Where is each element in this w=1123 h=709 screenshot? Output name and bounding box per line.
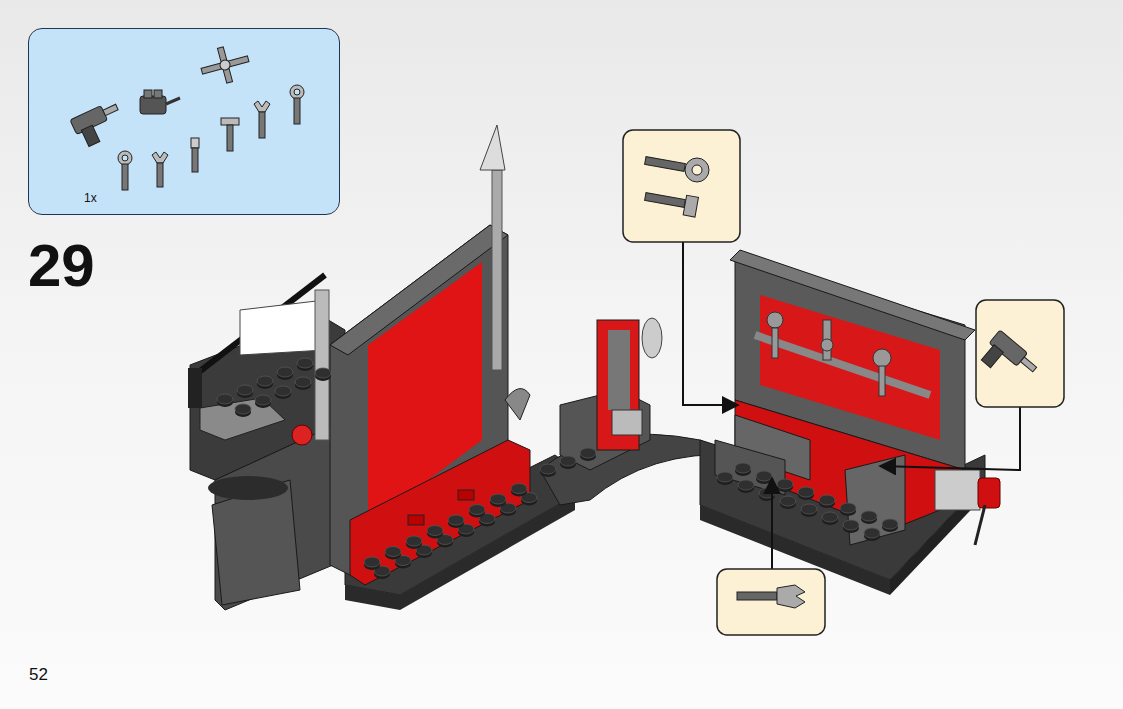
stud [469, 505, 485, 518]
stud [448, 515, 464, 528]
callouts [623, 130, 1064, 635]
stud [756, 471, 772, 484]
stud [560, 456, 576, 469]
stud [257, 376, 273, 389]
stud [840, 503, 856, 516]
stud [255, 395, 271, 408]
stud [511, 484, 527, 497]
stud [819, 495, 835, 508]
stud [861, 511, 877, 524]
stud [237, 385, 253, 398]
stud [297, 358, 313, 371]
stud [217, 394, 233, 407]
red-wall [188, 125, 530, 585]
stud [277, 367, 293, 380]
stud [777, 479, 793, 492]
stud [315, 368, 331, 381]
parts [70, 41, 304, 190]
studs [217, 358, 898, 579]
stud [735, 463, 751, 476]
stud [235, 404, 251, 417]
stud [780, 496, 796, 509]
grinder [560, 318, 662, 470]
stud [580, 448, 596, 461]
stud [275, 386, 291, 399]
stud [717, 472, 733, 485]
stud [843, 520, 859, 533]
stud [385, 547, 401, 560]
step-number: 29 [28, 236, 95, 296]
stud [427, 526, 443, 539]
parts-list-box: 1x [28, 28, 340, 215]
parts-box-fill [29, 29, 339, 214]
quantity-label: 1x [84, 192, 97, 204]
stud [798, 487, 814, 500]
workbench [715, 250, 1000, 545]
page-number: 52 [29, 666, 48, 683]
stud [864, 528, 880, 541]
stud [738, 480, 754, 493]
stud [364, 557, 380, 570]
stud [822, 512, 838, 525]
stud [295, 377, 311, 390]
stud [406, 536, 422, 549]
stud [882, 519, 898, 532]
stud [540, 464, 556, 477]
stud [490, 494, 506, 507]
stud [801, 504, 817, 517]
